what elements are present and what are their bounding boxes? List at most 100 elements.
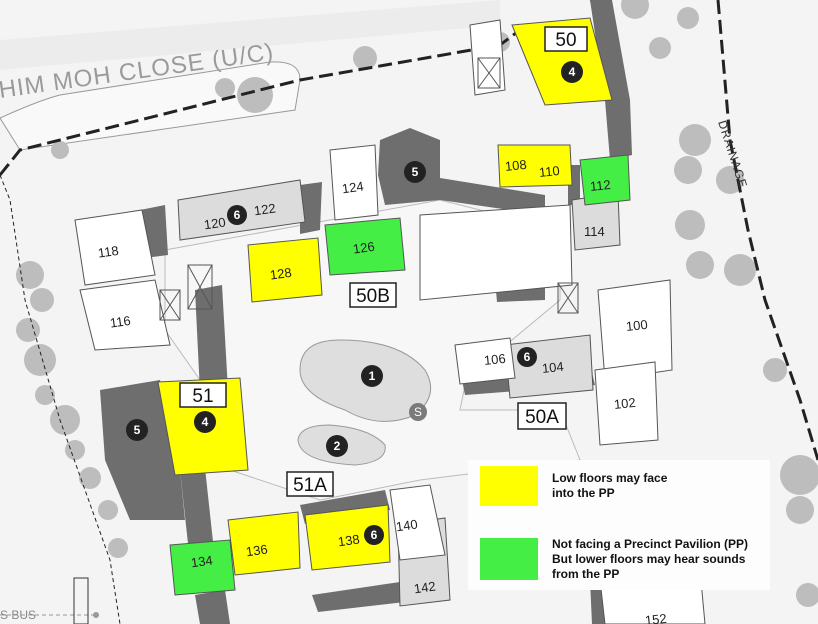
linkway-51a [180,468,215,562]
tree [621,0,649,19]
svg-text:4: 4 [569,65,576,79]
svg-text:6: 6 [371,528,378,542]
legend-yellow-line2: into the PP [552,486,615,500]
tree [716,166,744,194]
site-boundary-line [0,0,818,461]
unit-112 [579,154,631,206]
block-label-102: 102 [613,395,636,412]
tree [763,358,787,382]
block-label-106: 106 [483,351,506,368]
tree [16,318,40,342]
tree [786,496,814,524]
svg-text:6: 6 [524,350,531,364]
svg-text:S: S [414,405,422,419]
svg-text:1: 1 [369,369,376,383]
linkway-bottom [195,590,230,624]
marker-4-left [194,411,216,433]
tree [237,77,273,113]
label-box-51 [179,382,227,408]
tree [24,344,56,376]
marker-2 [326,435,348,457]
bus-label: S BUS [0,608,36,622]
bus-shelter [73,577,89,624]
unit-140 [389,484,446,561]
tree [674,156,702,184]
block-50-label: 50 [555,30,576,51]
label-box-50b [349,282,397,308]
unit-106 [454,337,516,385]
block-label-142: 142 [413,578,437,596]
legend: Low floors may face into the PP Not faci… [468,460,770,590]
legend-green-line3: from the PP [552,567,619,581]
svg-text:4: 4 [202,415,209,429]
tree [98,500,118,520]
tree [649,37,671,59]
tree [353,46,377,70]
block-label-138: 138 [337,531,361,549]
block-label-136: 136 [245,541,269,559]
tree [679,124,711,156]
block-label-122: 122 [253,200,277,218]
label-box-51a [286,471,334,497]
tree [724,254,756,286]
block-label-108: 108 [504,157,527,174]
linkway-50 [590,0,632,160]
block-50b-label: 50B [356,286,390,307]
trees-group [16,0,818,607]
block-51-label: 51 [192,386,213,407]
green-units [169,154,631,596]
block-50a-label: 50A [525,407,559,428]
block-label-110: 110 [538,163,560,180]
legend-yellow-line1: Low floors may face [552,471,668,485]
tree [675,210,705,240]
block-label-126: 126 [352,239,376,257]
tree [50,405,80,435]
unit-128 [247,237,323,303]
tree [16,261,44,289]
linkway-bottom-2 [312,582,405,612]
tree [108,538,128,558]
block-label-100: 100 [625,317,648,334]
block-label-118: 118 [97,243,120,261]
block-label-112: 112 [589,177,611,194]
label-box-50a [517,402,567,430]
block-label-134: 134 [190,552,214,570]
tree [51,141,69,159]
linkway-124 [300,182,322,234]
block-label-124: 124 [341,178,365,196]
svg-text:6: 6 [234,208,241,222]
block-label-120: 120 [203,214,227,232]
unit-108-110 [497,144,573,188]
svg-text:5: 5 [412,165,419,179]
block-label-104: 104 [541,359,564,376]
markers: 4 4 5 5 6 6 6 1 2 S [126,61,583,545]
unit-118 [74,209,156,286]
tree [30,288,54,312]
tree [35,385,55,405]
marker-6-c [364,525,384,545]
unit-116 [79,279,171,351]
marker-6-b [517,347,537,367]
linkway-51 [195,285,228,392]
tree [780,455,818,495]
legend-swatch-green [480,538,538,580]
unit-100 [597,279,673,381]
block-label-128: 128 [269,265,293,283]
bus-stop-marker [93,612,99,618]
boxed-labels: 50 51 50B 50A 51A [179,26,588,497]
marker-5-left [126,419,148,441]
legend-green-line1: Not facing a Precinct Pavilion (PP) [552,537,748,551]
marker-5-top [404,161,426,183]
label-box-50 [544,26,588,52]
service-box [187,264,213,310]
tree [686,251,714,279]
legend-swatch-yellow [480,466,538,506]
unit-134 [169,539,236,596]
unit-138 [304,504,391,571]
site-boundary-left [0,174,121,624]
unit-136 [227,511,301,576]
block-51a-label: 51A [293,475,327,496]
tree [677,7,699,29]
road-strip [0,0,500,70]
